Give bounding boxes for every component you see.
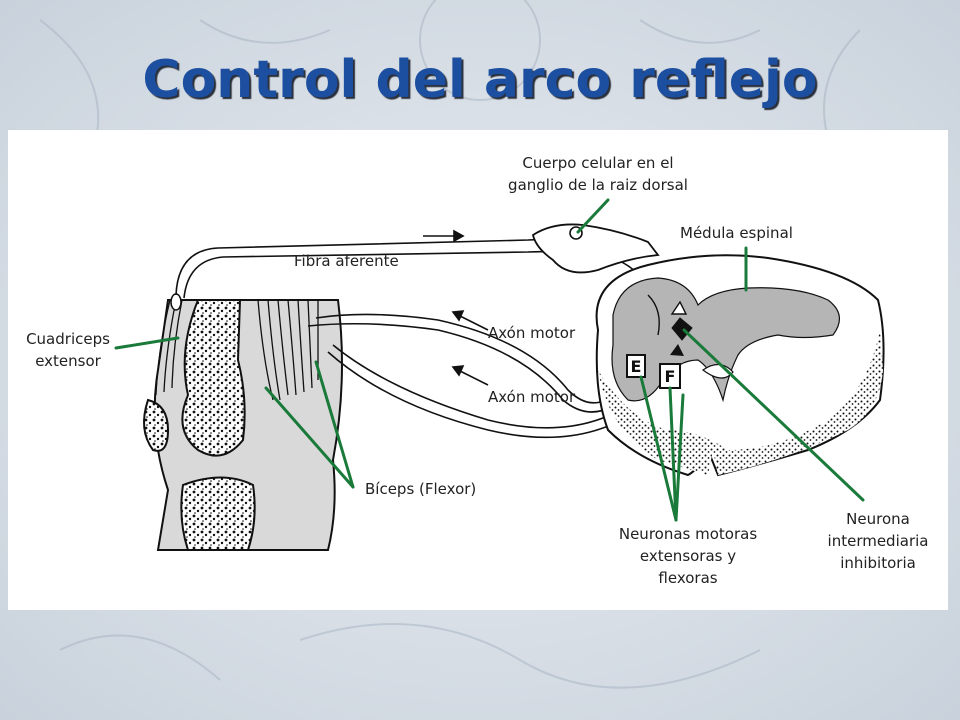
diagram-canvas: E F <box>114 198 885 551</box>
leader-quadriceps <box>114 336 180 350</box>
inhibitory-interneuron <box>671 317 693 341</box>
label-interneuron-line2: intermediaria <box>827 532 929 550</box>
femur-bone <box>181 299 246 457</box>
reflex-arc-diagram: E F Cuerpo celular en el ganglio de la r… <box>8 130 948 610</box>
label-cell-body-line2: ganglio de la raiz dorsal <box>508 176 688 194</box>
tibia-bone <box>180 476 256 551</box>
label-motor-neurons-line2: extensoras y <box>639 547 737 565</box>
label-quadriceps-line1: Cuadriceps <box>26 330 110 348</box>
motor-neuron-e: E <box>626 354 646 378</box>
label-motor-neurons: Neuronas motoras extensoras y flexoras <box>593 523 783 589</box>
label-quadriceps: Cuadriceps extensor <box>18 328 118 372</box>
label-cell-body-line1: Cuerpo celular en el <box>522 154 674 172</box>
biceps-muscle <box>257 299 319 401</box>
label-motor-neurons-line1: Neuronas motoras <box>618 525 758 543</box>
leader-cell-body <box>576 198 610 234</box>
leader-biceps-2 <box>314 360 355 489</box>
label-biceps: Bíceps (Flexor) <box>365 480 477 498</box>
label-interneuron-line3: inhibitoria <box>840 554 916 572</box>
leader-biceps-1 <box>264 386 355 489</box>
label-motor-neurons-line3: flexoras <box>658 569 718 587</box>
dorsal-root-ganglion <box>531 223 660 274</box>
neuron-e-label: E <box>631 357 642 376</box>
label-cell-body: Cuerpo celular en el ganglio de la raiz … <box>483 152 713 196</box>
inhibitory-terminal <box>670 344 684 356</box>
label-spinal-cord: Médula espinal <box>680 224 793 242</box>
label-afferent-fiber: Fibra aferente <box>294 252 399 270</box>
spinal-cord <box>595 254 885 477</box>
label-interneuron-line1: Neurona <box>846 510 910 528</box>
leader-lines <box>114 198 865 522</box>
motor-neuron-f: F <box>659 363 681 389</box>
slide-title: Control del arco reflejo <box>142 50 818 110</box>
posterior-root-entry <box>647 294 660 336</box>
label-motor-axon-1: Axón motor <box>488 324 576 342</box>
leader-motor-neurons-2 <box>668 386 678 522</box>
leader-motor-neurons-3 <box>674 393 685 522</box>
leader-interneuron <box>682 328 865 502</box>
leg-illustration <box>143 293 343 551</box>
muscle-spindle <box>170 293 182 311</box>
label-quadriceps-line2: extensor <box>35 352 101 370</box>
patella-bone <box>143 398 170 452</box>
neuron-f-label: F <box>665 367 676 386</box>
afferent-terminal <box>670 300 688 315</box>
label-motor-axon-2: Axón motor <box>488 388 576 406</box>
leader-motor-neurons-1 <box>639 375 678 522</box>
motor-axon-1a <box>315 313 629 404</box>
motor-axon-1b <box>307 322 639 413</box>
direction-arrows <box>423 229 489 386</box>
stippled-white-matter <box>598 330 883 475</box>
label-interneuron: Neurona intermediaria inhibitoria <box>813 508 943 574</box>
